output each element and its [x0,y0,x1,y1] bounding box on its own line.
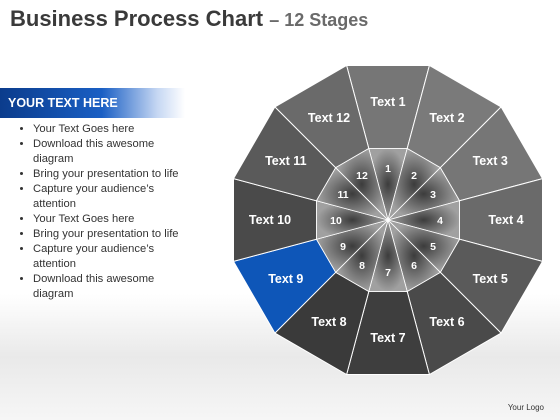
bullet-list: Your Text Goes here Download this awesom… [0,122,180,302]
inner-wedge-12 [335,147,389,222]
stage-number-10: 10 [330,215,342,227]
outer-ring [232,64,544,376]
stage-label-7: Text 7 [370,331,405,345]
bullet-item: Bring your presentation to life [33,227,180,242]
stage-label-1: Text 1 [370,95,405,109]
stage-label-2: Text 2 [429,111,464,125]
bullet-item: Capture your audience’s attention [33,242,180,272]
stage-number-8: 8 [359,260,365,272]
stage-label-8: Text 8 [311,315,346,329]
stage-label-4: Text 4 [488,213,523,227]
stage-label-10: Text 10 [249,213,291,227]
stage-label-3: Text 3 [473,154,508,168]
stage-label-11: Text 11 [265,154,307,168]
stage-number-12: 12 [356,170,368,182]
stage-label-6: Text 6 [429,315,464,329]
bullet-item: Bring your presentation to life [33,167,180,182]
stage-label-9: Text 9 [268,272,303,286]
stage-number-9: 9 [340,241,346,253]
stage-number-3: 3 [430,189,436,201]
text-panel-header-label: YOUR TEXT HERE [8,96,118,110]
text-panel-header: YOUR TEXT HERE [0,88,185,118]
stage-number-1: 1 [385,163,391,175]
stage-number-4: 4 [437,215,443,227]
stage-number-6: 6 [411,260,417,272]
bullet-item: Your Text Goes here [33,122,180,137]
title-sub: – 12 Stages [269,10,369,30]
stage-number-5: 5 [430,241,436,253]
stage-label-5: Text 5 [473,272,508,286]
bullet-item: Download this awesome diagram [33,137,180,167]
stage-number-7: 7 [385,267,391,279]
stage-number-2: 2 [411,170,417,182]
title-main: Business Process Chart [10,6,264,31]
bullet-item: Download this awesome diagram [33,272,180,302]
stage-number-11: 11 [337,189,348,201]
page-title: Business Process Chart – 12 Stages [10,6,368,32]
inner-ring [315,147,461,293]
bullet-item: Your Text Goes here [33,212,180,227]
logo-text: Your Logo [507,403,544,412]
stage-label-12: Text 12 [308,111,350,125]
bullet-item: Capture your audience’s attention [33,182,180,212]
